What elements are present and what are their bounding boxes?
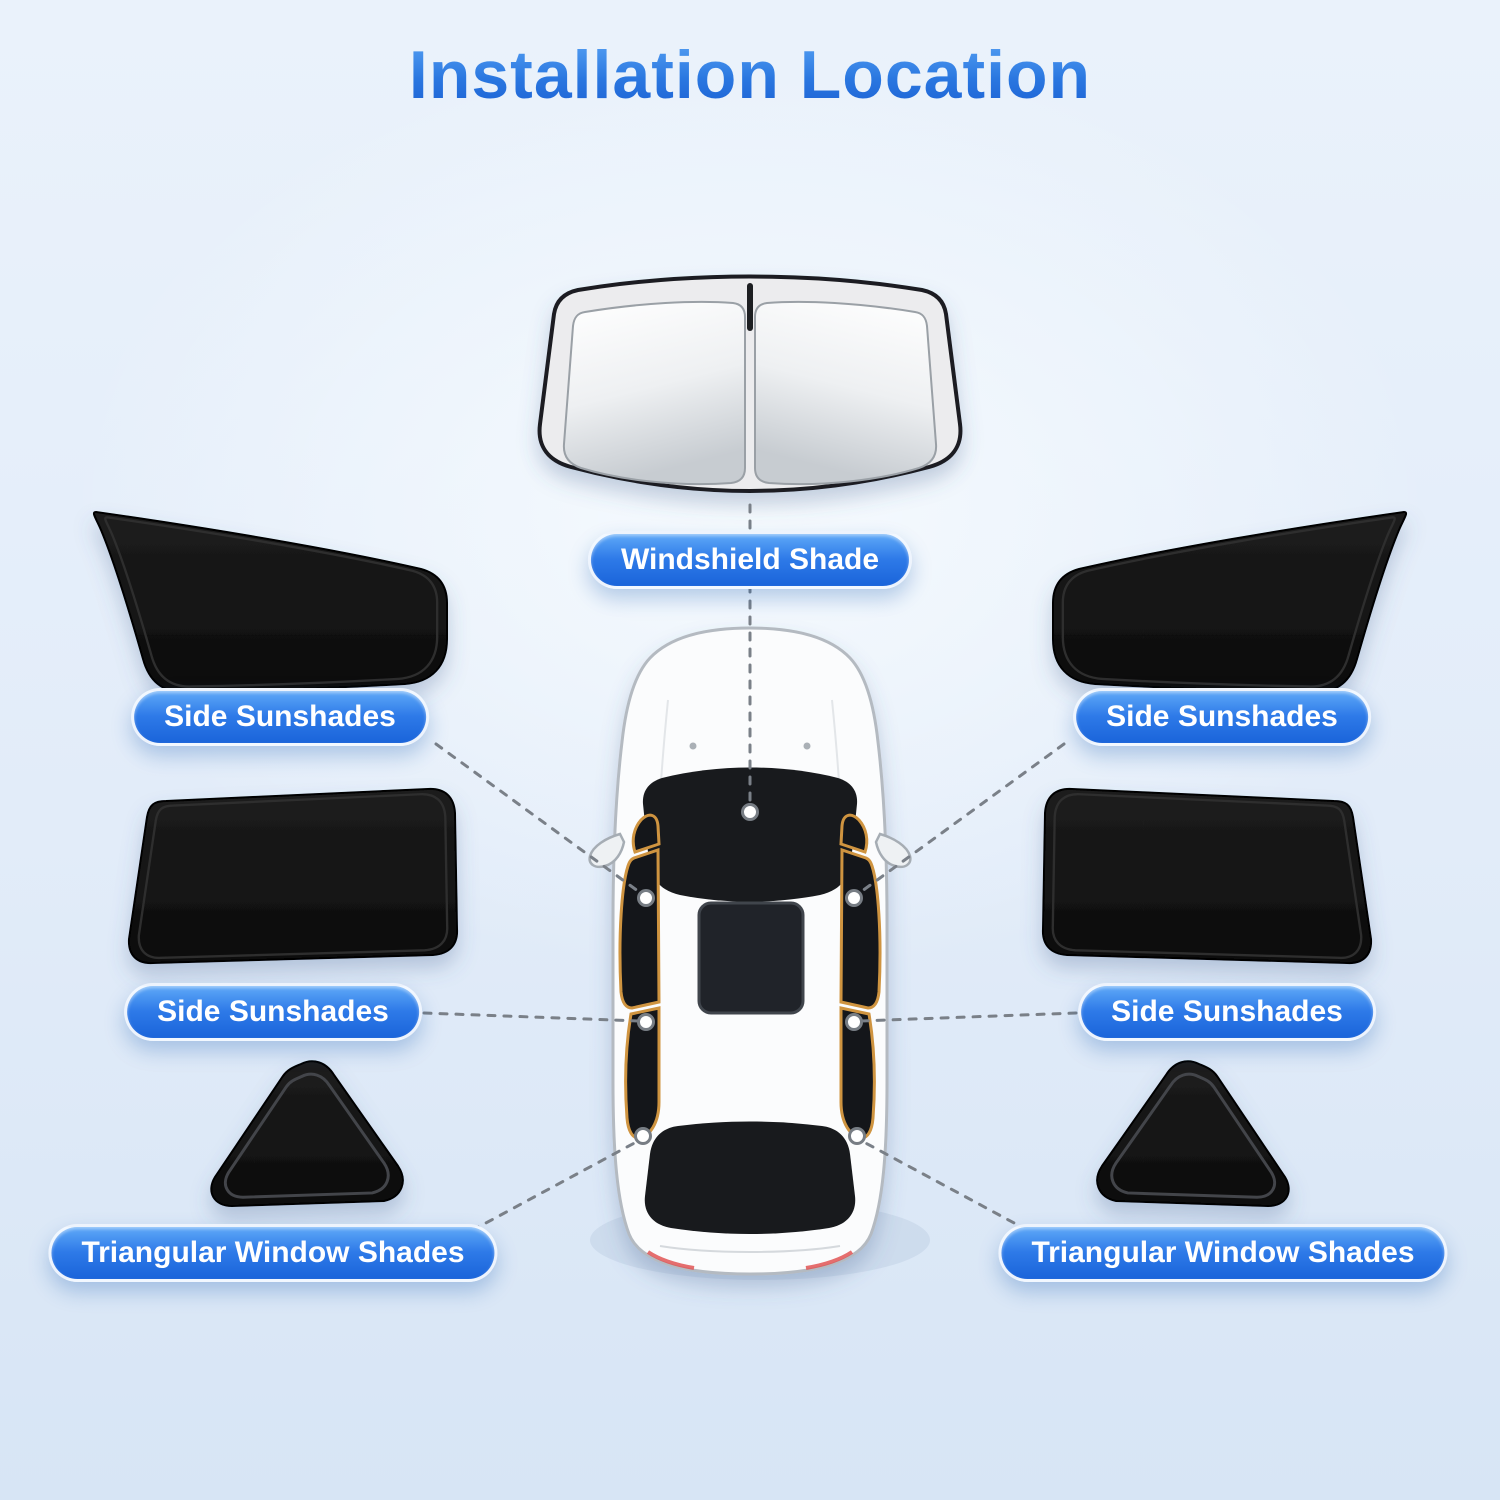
washer-nozzle-left: [689, 742, 697, 750]
connector-front-right: [856, 742, 1066, 896]
sunshades-left-column: [92, 510, 459, 1208]
page-title: Installation Location: [408, 37, 1092, 113]
car-windshield: [642, 767, 858, 902]
car-side-windows-left: [588, 813, 661, 1140]
connector-triangle-left: [456, 1138, 642, 1240]
washer-nozzle-right: [803, 742, 811, 750]
car-top-view: [588, 626, 930, 1280]
tail-light-left: [646, 1250, 695, 1270]
label-windshield-shade: Windshield Shade: [587, 531, 913, 589]
car-rear-window: [644, 1121, 856, 1234]
label-side-sunshades-rear-right: Side Sunshades: [1078, 983, 1376, 1041]
tail-light-right: [805, 1250, 854, 1270]
rear-side-window-sunshade: [127, 787, 459, 965]
triangular-window-sunshade: [210, 1060, 404, 1208]
label-side-sunshades-front-right: Side Sunshades: [1073, 688, 1371, 746]
trunk-line: [659, 1245, 841, 1253]
label-side-sunshades-front-left: Side Sunshades: [131, 688, 429, 746]
connector-front-left: [434, 742, 644, 896]
connector-rear-left: [422, 1011, 642, 1023]
connection-dots: [634, 803, 866, 1145]
sunshades-right-column: [1043, 512, 1406, 1206]
label-side-sunshades-rear-left: Side Sunshades: [124, 983, 422, 1041]
connector-triangle-right: [858, 1138, 1044, 1240]
front-side-window-sunshade: [92, 510, 448, 694]
connector-rear-right: [858, 1011, 1078, 1023]
label-triangular-window-shades-right: Triangular Window Shades: [998, 1224, 1448, 1282]
windshield-sunshade: [537, 274, 963, 493]
label-triangular-window-shades-left: Triangular Window Shades: [48, 1224, 498, 1282]
car-sunroof: [697, 901, 805, 1015]
